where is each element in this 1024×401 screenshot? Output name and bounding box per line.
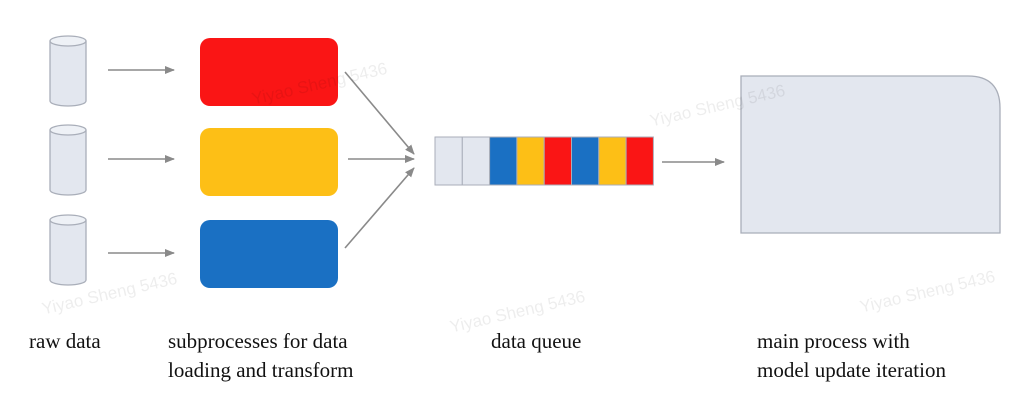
subprocess-box-red (200, 38, 338, 106)
queue-slot-blue (489, 136, 518, 186)
queue-slot-blue (571, 136, 600, 186)
queue-slot-yellow (516, 136, 545, 186)
subprocesses-label: subprocesses for data loading and transf… (168, 329, 354, 382)
raw-data-label: raw data (29, 329, 101, 353)
queue-slot-red (625, 136, 654, 186)
arrow-sub-to-queue-1 (344, 71, 415, 155)
queue-slot-yellow (598, 136, 627, 186)
queue-slot-red (543, 136, 573, 186)
raw-data-cylinder-2 (49, 124, 87, 196)
main-process-label: main process with model update iteration (757, 329, 946, 382)
data-queue-label: data queue (491, 329, 582, 353)
queue-slot-gray (434, 136, 463, 186)
subprocess-box-yellow (200, 128, 338, 196)
raw-data-cylinder-3 (49, 214, 87, 286)
arrow-sub-to-queue-3 (344, 167, 415, 249)
main-process-box (740, 75, 1001, 234)
data-queue (434, 136, 654, 186)
raw-data-cylinder-1 (49, 35, 87, 107)
queue-slot-gray (461, 136, 491, 186)
subprocess-box-blue (200, 220, 338, 288)
